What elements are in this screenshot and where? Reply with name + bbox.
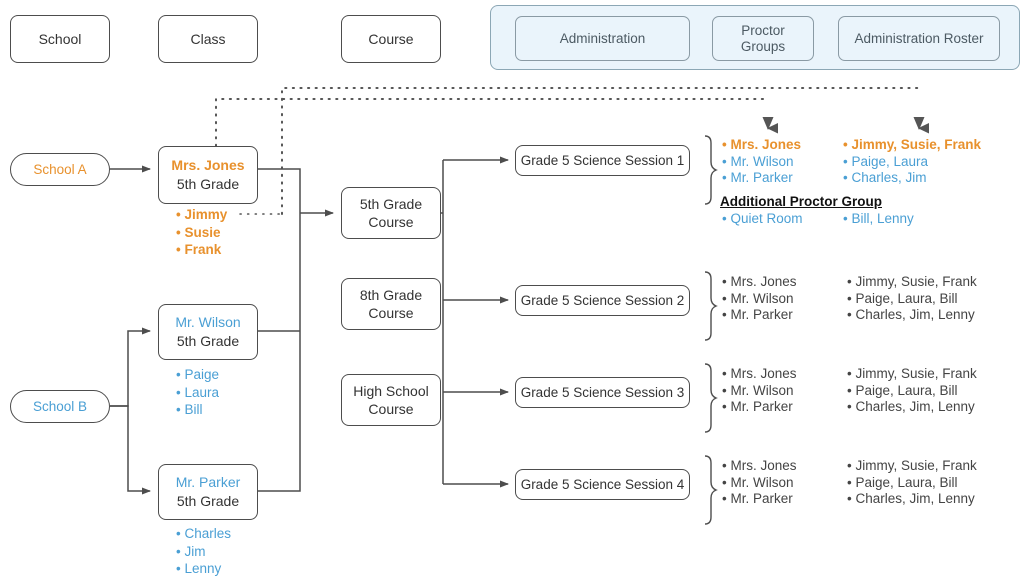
class-teacher-name: Mrs. Jones xyxy=(171,157,245,173)
session-4-roster-list: • Jimmy, Susie, Frank • Paige, Laura, Bi… xyxy=(847,458,977,508)
legend-label-school: School xyxy=(38,31,82,47)
proctor-group-arrowhead xyxy=(762,117,774,130)
session-1-roster-list: • Jimmy, Susie, Frank • Paige, Laura • C… xyxy=(843,137,981,187)
class-roster-mr-wilson: • Paige • Laura • Bill xyxy=(176,366,296,419)
session-1-proctor-list: • Mrs. Jones • Mr. Wilson • Mr. Parker xyxy=(722,137,801,187)
admin-chip-administration-roster[interactable]: Administration Roster xyxy=(838,16,1000,61)
roster-item: • Charles, Jim, Lenny xyxy=(847,399,975,414)
proctor-item: • Mr. Parker xyxy=(722,307,793,322)
legend-label-class: Class xyxy=(190,31,226,47)
session-label: Grade 5 Science Session 1 xyxy=(520,153,685,168)
roster-item: • Paige, Laura xyxy=(843,153,929,169)
additional-proctor-group-roster: • Bill, Lenny xyxy=(843,211,914,228)
roster-item: • Jimmy, Susie, Frank xyxy=(847,274,977,289)
session-3-roster-list: • Jimmy, Susie, Frank • Paige, Laura, Bi… xyxy=(847,366,977,416)
course-label-line2: Course xyxy=(368,214,414,230)
admin-roster-arrowhead xyxy=(913,117,925,130)
roster-item: • Jimmy xyxy=(176,207,228,222)
course-box-8th-grade[interactable]: 8th Grade Course xyxy=(341,278,441,330)
session-3-proctor-list: • Mrs. Jones • Mr. Wilson • Mr. Parker xyxy=(722,366,797,416)
roster-item: • Frank xyxy=(176,242,222,257)
course-label-line1: High School xyxy=(353,383,429,399)
roster-item: • Bill xyxy=(176,402,203,417)
legend-box-school[interactable]: School xyxy=(10,15,110,63)
class-box-mr-parker[interactable]: Mr. Parker 5th Grade xyxy=(158,464,258,520)
class-grade-label: 5th Grade xyxy=(176,333,240,349)
proctor-item: • Mr. Parker xyxy=(722,491,793,506)
roster-item: • Paige, Laura, Bill xyxy=(847,290,958,306)
additional-proctor-group-proctor: • Quiet Room xyxy=(722,211,803,228)
proctor-item: • Mr. Wilson xyxy=(722,290,794,306)
roster-item: • Paige, Laura, Bill xyxy=(847,474,958,490)
roster-item: • Jimmy, Susie, Frank xyxy=(843,137,982,152)
class-box-mr-wilson[interactable]: Mr. Wilson 5th Grade xyxy=(158,304,258,360)
session-box-3[interactable]: Grade 5 Science Session 3 xyxy=(515,377,690,408)
course-label-line2: Course xyxy=(368,305,414,321)
school-pill-school-b-label: School B xyxy=(32,399,88,414)
school-pill-school-a[interactable]: School A xyxy=(10,153,110,186)
proctor-item: • Mr. Wilson xyxy=(722,153,794,169)
roster-item: • Susie xyxy=(176,224,221,240)
roster-item: • Bill, Lenny xyxy=(843,211,914,226)
course-box-5th-grade[interactable]: 5th Grade Course xyxy=(341,187,441,239)
roster-item: • Lenny xyxy=(176,561,222,576)
roster-item: • Laura xyxy=(176,384,220,400)
session-2-proctor-list: • Mrs. Jones • Mr. Wilson • Mr. Parker xyxy=(722,274,797,324)
proctor-item: • Quiet Room xyxy=(722,211,803,226)
session-box-2[interactable]: Grade 5 Science Session 2 xyxy=(515,285,690,316)
proctor-item: • Mr. Wilson xyxy=(722,382,794,398)
legend-box-class[interactable]: Class xyxy=(158,15,258,63)
session-box-4[interactable]: Grade 5 Science Session 4 xyxy=(515,469,690,500)
roster-item: • Jim xyxy=(176,543,206,559)
roster-item: • Charles, Jim, Lenny xyxy=(847,491,975,506)
session-4-proctor-list: • Mrs. Jones • Mr. Wilson • Mr. Parker xyxy=(722,458,797,508)
class-grade-label: 5th Grade xyxy=(176,493,240,509)
additional-proctor-group-title: Additional Proctor Group xyxy=(720,194,882,209)
class-roster-mr-parker: • Charles • Jim • Lenny xyxy=(176,525,296,578)
roster-item: • Charles xyxy=(176,526,231,541)
proctor-item: • Mr. Wilson xyxy=(722,474,794,490)
proctor-item: • Mrs. Jones xyxy=(722,458,797,473)
class-grade-label: 5th Grade xyxy=(176,176,240,192)
roster-item: • Paige xyxy=(176,367,220,382)
class-roster-mrs-jones: • Jimmy • Susie • Frank xyxy=(176,206,296,259)
admin-chip-administration-label: Administration xyxy=(559,30,646,46)
roster-item: • Charles, Jim xyxy=(843,170,927,185)
session-label: Grade 5 Science Session 4 xyxy=(520,477,685,492)
session-2-roster-list: • Jimmy, Susie, Frank • Paige, Laura, Bi… xyxy=(847,274,977,324)
session-label: Grade 5 Science Session 2 xyxy=(520,293,685,308)
proctor-item: • Mr. Parker xyxy=(722,170,793,185)
session-box-1[interactable]: Grade 5 Science Session 1 xyxy=(515,145,690,176)
proctor-item: • Mr. Parker xyxy=(722,399,793,414)
admin-chip-proctor-groups-label-line1: Proctor xyxy=(741,22,785,38)
admin-chip-administration-roster-label: Administration Roster xyxy=(854,30,984,46)
course-label-line2: Course xyxy=(368,401,414,417)
school-pill-school-b[interactable]: School B xyxy=(10,390,110,423)
admin-chip-administration[interactable]: Administration xyxy=(515,16,690,61)
legend-box-course[interactable]: Course xyxy=(341,15,441,63)
course-label-line1: 5th Grade xyxy=(359,196,423,212)
roster-item: • Paige, Laura, Bill xyxy=(847,382,958,398)
session-label: Grade 5 Science Session 3 xyxy=(520,385,685,400)
roster-item: • Charles, Jim, Lenny xyxy=(847,307,975,322)
school-pill-school-a-label: School A xyxy=(33,162,87,177)
admin-chip-proctor-groups[interactable]: Proctor Groups xyxy=(712,16,814,61)
roster-item: • Jimmy, Susie, Frank xyxy=(847,366,977,381)
proctor-item: • Mrs. Jones xyxy=(722,274,797,289)
class-teacher-name: Mr. Parker xyxy=(175,474,241,490)
proctor-item: • Mrs. Jones xyxy=(722,366,797,381)
proctor-item: • Mrs. Jones xyxy=(722,137,802,152)
class-teacher-name: Mr. Wilson xyxy=(175,314,241,330)
roster-item: • Jimmy, Susie, Frank xyxy=(847,458,977,473)
admin-chip-proctor-groups-label-line2: Groups xyxy=(740,38,786,54)
legend-label-course: Course xyxy=(368,31,414,47)
class-box-mrs-jones[interactable]: Mrs. Jones 5th Grade xyxy=(158,146,258,204)
course-label-line1: 8th Grade xyxy=(359,287,423,303)
course-box-high-school[interactable]: High School Course xyxy=(341,374,441,426)
